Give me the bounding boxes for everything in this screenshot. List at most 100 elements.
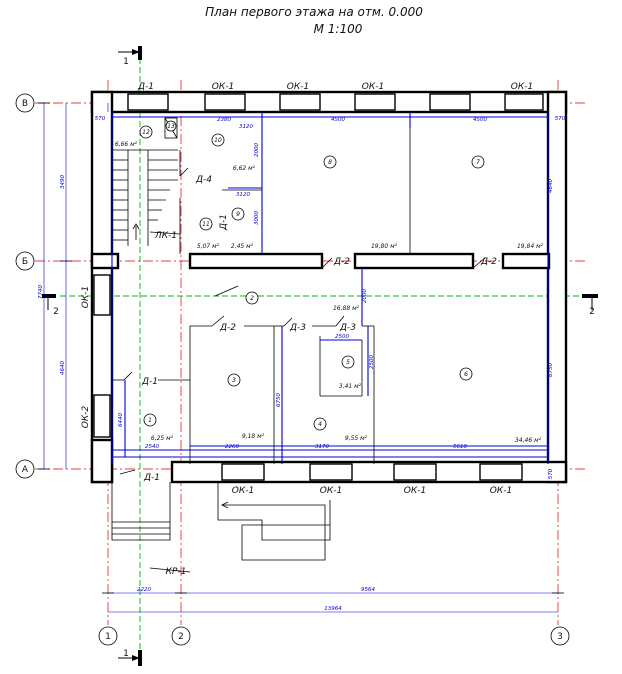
- dim-inner-9: 4640: [548, 179, 554, 193]
- top-window-openings: [127, 93, 544, 111]
- dim-top-4: 4500: [473, 117, 487, 123]
- room-area-10: 6,62 м²: [233, 165, 256, 172]
- entrance-porch: [111, 482, 331, 561]
- room-area-1: 6,25 м²: [151, 435, 174, 442]
- dim-inner-6: 2500: [369, 355, 375, 369]
- dim-overall-total: 13964: [324, 606, 342, 612]
- room-number-8: 8: [328, 159, 332, 166]
- dim-top-2: 2380: [217, 117, 231, 123]
- dim-inner-1: 2000: [254, 143, 260, 157]
- exterior-walls: [90, 90, 568, 484]
- dim-overall-1: 2220: [137, 587, 151, 593]
- dim-inner-5: 2500: [335, 334, 349, 340]
- door-label-2: Д-1: [141, 377, 158, 387]
- dim-left-part-2: 4640: [60, 361, 66, 375]
- svg-text:1: 1: [123, 649, 129, 659]
- room-number-4: 4: [318, 421, 322, 428]
- axis-marker-col-2: 2: [171, 626, 191, 646]
- porch-label: КР-1: [166, 567, 187, 577]
- svg-text:А: А: [22, 465, 29, 475]
- window-label-top-2: ОК-1: [212, 82, 234, 92]
- window-label-bottom-4: ОК-1: [490, 486, 512, 496]
- axis-lines: [35, 80, 585, 625]
- section-mark-right: 2: [582, 294, 598, 317]
- left-window-openings: [93, 274, 111, 438]
- room-markers: 1 2 3 4 5 6 7 8 9 10 11 12 13: [139, 120, 485, 431]
- room-number-3: 3: [232, 377, 236, 384]
- axis-marker-row-b: Б: [15, 251, 35, 271]
- section-mark-left: 2: [42, 294, 59, 317]
- room-area-12: 6,66 м²: [115, 141, 138, 148]
- dim-overall-2: 9564: [361, 587, 375, 593]
- door-label-1: Д-4: [195, 175, 212, 185]
- room-area-5: 3,41 м²: [339, 383, 362, 390]
- dim-top-1: 570: [95, 116, 106, 122]
- room-number-10: 10: [214, 137, 222, 144]
- svg-text:1: 1: [123, 57, 129, 67]
- svg-text:2: 2: [589, 307, 595, 317]
- dim-top-5: 570: [555, 116, 566, 122]
- dim-bottom-2: 2260: [225, 444, 239, 450]
- dim-bottom-1: 2540: [145, 444, 159, 450]
- window-label-top-3: ОК-1: [287, 82, 309, 92]
- axis-marker-row-v: В: [15, 93, 35, 113]
- dim-inner-7: 6750: [276, 393, 282, 407]
- room-number-5: 5: [346, 359, 350, 366]
- overall-dimension-lines: [38, 102, 564, 594]
- door-label-5: Д-3: [339, 323, 356, 333]
- door-label-4: Д-3: [289, 323, 306, 333]
- axis-marker-row-a: А: [15, 459, 35, 479]
- dim-inner-12: 3120: [239, 124, 253, 130]
- door-label-7: Д-2: [480, 257, 497, 267]
- svg-text:3: 3: [557, 632, 563, 642]
- dim-inner-2: 3000: [254, 211, 260, 225]
- room-area-6: 34,46 м²: [515, 437, 542, 444]
- room-areas: 6,25 м² 9,18 м² 9,55 м² 3,41 м² 34,46 м²…: [115, 141, 544, 444]
- svg-text:В: В: [22, 99, 28, 109]
- plan-title: План первого этажа на отм. 0.000: [205, 5, 423, 19]
- svg-text:2: 2: [53, 307, 59, 317]
- dim-inner-4: 2000: [362, 289, 368, 303]
- window-label-left-1: ОК-1: [81, 286, 91, 308]
- dim-inner-8: 6750: [548, 363, 554, 377]
- svg-text:1: 1: [105, 632, 111, 642]
- dim-top-3: 4500: [331, 117, 345, 123]
- room-area-11: 5,07 м²: [197, 243, 220, 250]
- room-number-12: 12: [142, 129, 150, 136]
- staircase: [112, 117, 178, 246]
- axis-marker-col-3: 3: [550, 626, 570, 646]
- door-marks: [119, 167, 486, 475]
- dim-bottom-3: 3170: [315, 444, 329, 450]
- room-number-2: 2: [250, 295, 254, 302]
- section-mark-bottom: 1: [118, 649, 142, 666]
- door-label-8: Д-1: [143, 473, 160, 483]
- dim-left-part-1: 3490: [60, 175, 66, 189]
- svg-text:2: 2: [178, 632, 184, 642]
- interior-walls: [90, 112, 551, 464]
- window-label-top-4: ОК-1: [362, 82, 384, 92]
- room-area-7: 19,84 м²: [517, 243, 544, 250]
- window-label-left-2: ОК-2: [81, 406, 91, 429]
- door-label-3: Д-2: [219, 323, 236, 333]
- room-area-4: 9,55 м²: [345, 435, 368, 442]
- room-area-3: 9,18 м²: [242, 433, 265, 440]
- room-number-7: 7: [476, 159, 480, 166]
- window-label-bottom-1: ОК-1: [232, 486, 254, 496]
- window-label-top-5: ОК-1: [511, 82, 533, 92]
- window-label-bottom-2: ОК-1: [320, 486, 342, 496]
- door-label-9: Д-1: [219, 214, 229, 231]
- room-number-6: 6: [464, 371, 468, 378]
- window-label-top-1: Д-1: [137, 82, 154, 92]
- section-mark-top: 1: [118, 46, 142, 67]
- dim-inner-11: 570: [548, 468, 554, 479]
- room-number-11: 11: [202, 221, 210, 228]
- dim-left-outer: 7740: [38, 285, 44, 299]
- extra-area-1: 16,88 м²: [333, 305, 360, 312]
- door-label-6: Д-2: [333, 257, 350, 267]
- axis-marker-col-1: 1: [98, 626, 118, 646]
- room-number-1: 1: [148, 417, 152, 424]
- svg-text:Б: Б: [22, 257, 28, 267]
- window-label-bottom-3: ОК-1: [404, 486, 426, 496]
- dim-inner-3: 3120: [236, 192, 250, 198]
